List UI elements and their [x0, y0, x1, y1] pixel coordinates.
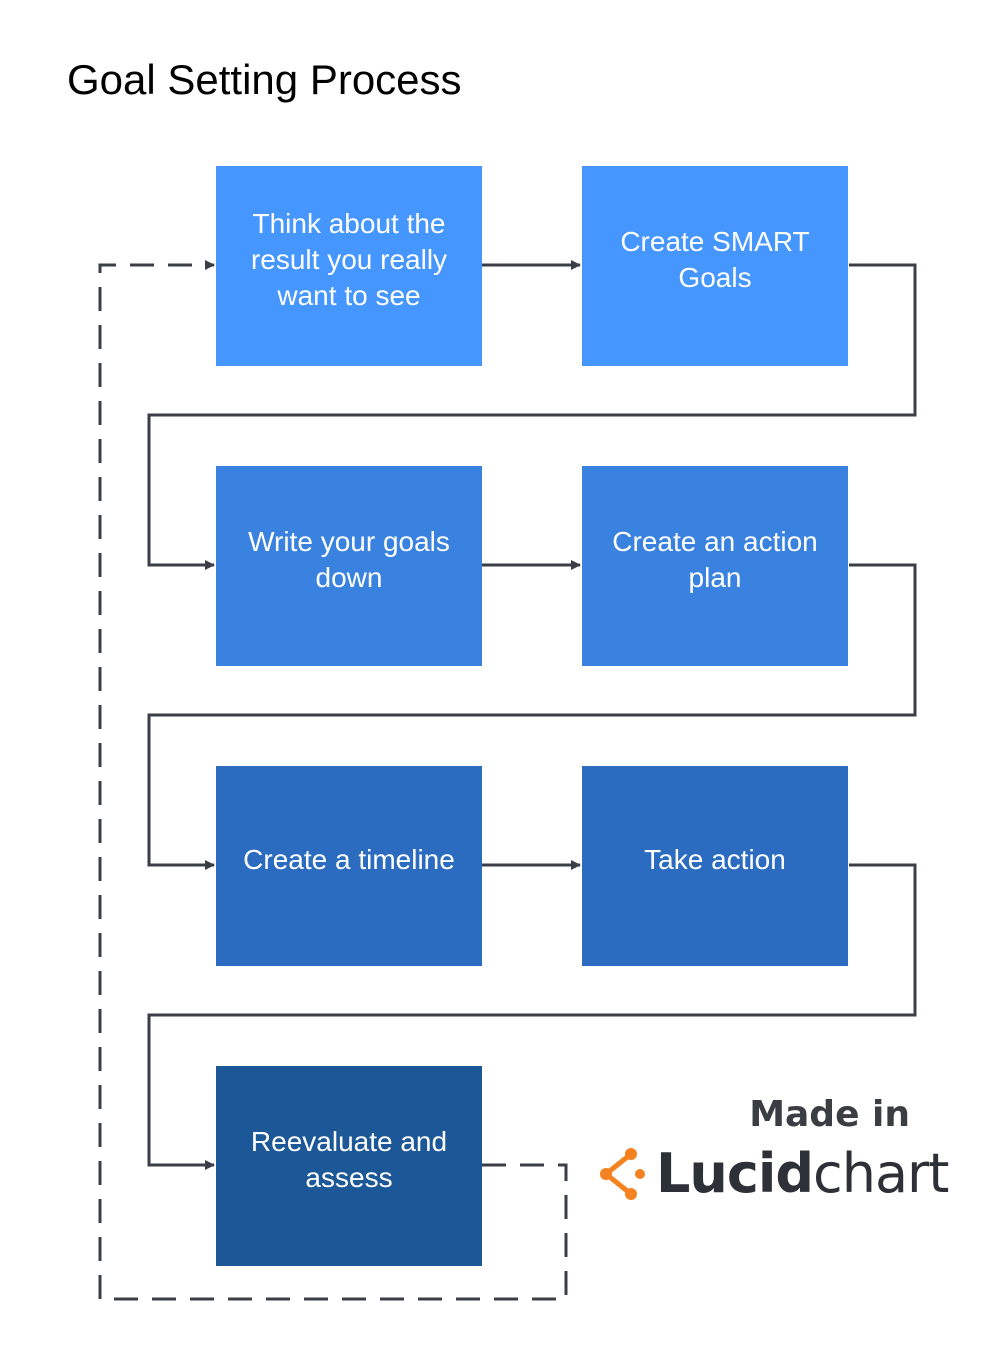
step-label: Think about the result you really want t…: [250, 208, 448, 311]
page-title: Goal Setting Process: [67, 56, 462, 103]
step-label: Create an action plan: [612, 526, 818, 593]
step-create-smart-goals: Create SMART Goals: [582, 166, 848, 366]
arrow-step2-to-step3: [147, 263, 917, 570]
made-in-label: Made in: [749, 1094, 910, 1135]
wordmark-bold: Lucid: [656, 1142, 814, 1205]
step-reevaluate-and-assess: Reevaluate and assess: [216, 1066, 482, 1266]
step-label: Take action: [644, 844, 786, 875]
lucidchart-wordmark: Lucidchart: [656, 1142, 949, 1205]
step-label: Create a timeline: [243, 844, 455, 875]
arrow-step4-to-step5: [147, 563, 917, 870]
arrow-step6-to-step7: [147, 863, 917, 1170]
step-label: Create SMART Goals: [620, 226, 810, 293]
step-create-timeline: Create a timeline: [216, 766, 482, 966]
step-create-action-plan: Create an action plan: [582, 466, 848, 666]
lucidchart-logo-icon: [600, 1148, 645, 1200]
step-label: Write your goals down: [248, 526, 450, 593]
wordmark-light: chart: [813, 1142, 949, 1205]
step-take-action: Take action: [582, 766, 848, 966]
step-write-goals-down: Write your goals down: [216, 466, 482, 666]
lucidchart-badge[interactable]: Made in Lucidchart: [596, 1092, 949, 1212]
step-label: Reevaluate and assess: [250, 1126, 448, 1193]
step-think-about-result: Think about the result you really want t…: [216, 166, 482, 366]
